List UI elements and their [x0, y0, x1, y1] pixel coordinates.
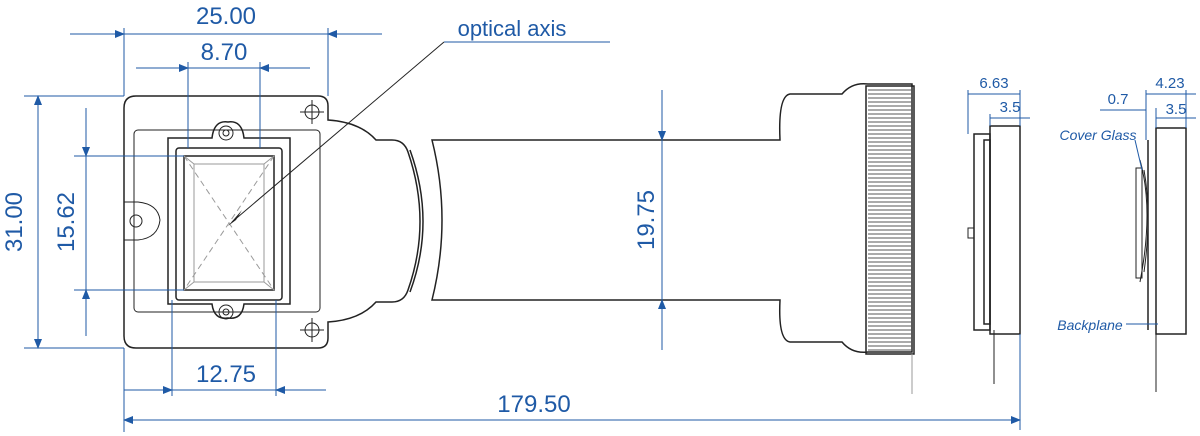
flex-cable — [409, 82, 913, 354]
dim-glass-gap: 0.7 — [1108, 91, 1129, 108]
dim-right-total: 4.23 — [1155, 75, 1184, 92]
inner-frame — [133, 129, 321, 313]
dim-window-width: 8.70 — [201, 39, 248, 66]
mounting-hole-top — [218, 125, 234, 141]
dim-side-body: 3.5 — [1000, 99, 1021, 116]
sensor-module-front-view — [123, 95, 421, 349]
screw-hole-top-right — [300, 100, 324, 124]
dim-side-total: 6.63 — [979, 75, 1008, 92]
optical-axis-label: optical axis — [458, 16, 567, 41]
dim-total-length: 179.50 — [497, 391, 570, 418]
side-view-left — [967, 125, 1021, 384]
dimension-lines — [24, 28, 1196, 432]
dim-overall-width: 25.00 — [196, 3, 256, 30]
dim-right-body: 3.5 — [1166, 101, 1187, 118]
optical-axis-leader — [228, 41, 610, 226]
dim-flex-width: 19.75 — [633, 190, 660, 250]
sensor-inner-border — [175, 147, 283, 301]
dim-window-height: 15.62 — [53, 192, 80, 252]
sensor-package — [167, 121, 291, 319]
connector — [865, 85, 915, 394]
module-outline — [123, 95, 421, 349]
backplane-label: Backplane — [1057, 317, 1123, 333]
side-view-right — [1135, 127, 1187, 392]
mounting-hole-left — [124, 201, 161, 241]
cover-glass-label: Cover Glass — [1059, 127, 1136, 143]
mounting-hole-bottom — [218, 304, 234, 320]
dim-overall-height: 31.00 — [1, 192, 28, 252]
active-area — [193, 163, 265, 283]
dim-window-offset: 12.75 — [196, 361, 256, 388]
screw-hole-bottom-right — [300, 318, 324, 342]
sensor-window — [183, 155, 275, 291]
